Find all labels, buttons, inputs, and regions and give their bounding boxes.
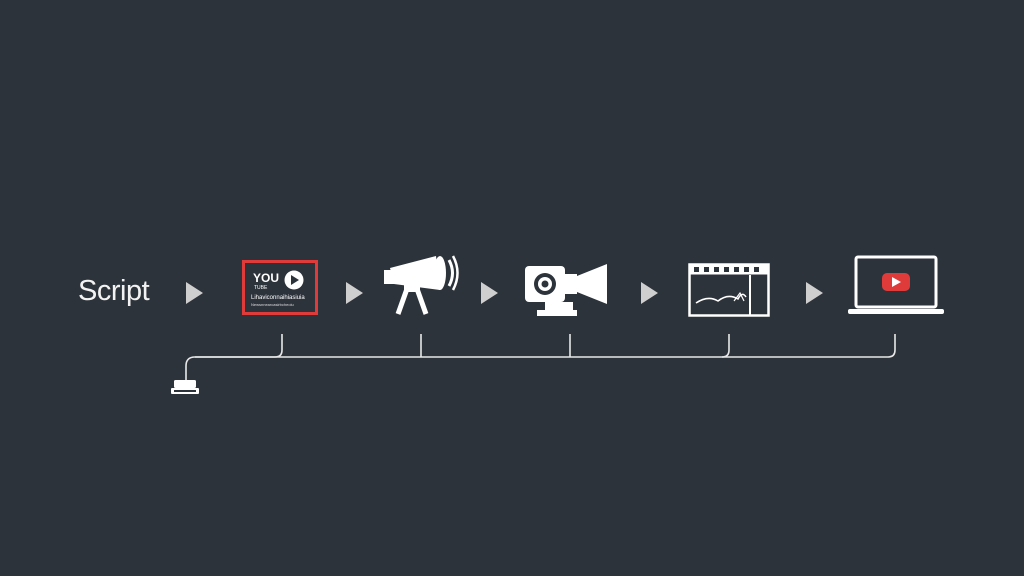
arrow-1 (186, 282, 203, 304)
connector-plug-icon (171, 380, 199, 394)
video-camera-icon (525, 264, 607, 316)
arrow-5 (806, 282, 823, 304)
arrow-4 (641, 282, 658, 304)
thumbnail-caption-2: Newsnnearcasirbcheoiu (251, 302, 294, 307)
arrow-2 (346, 282, 363, 304)
film-strip-icon (688, 263, 770, 317)
thumbnail-sub-text: TUBE (254, 285, 268, 291)
script-label: Script (78, 275, 150, 307)
laptop-youtube-icon (848, 255, 944, 314)
arrow-3 (481, 282, 498, 304)
thumbnail-caption-1: Lihaviconnaihiasiuia (251, 295, 305, 301)
telescope-megaphone-icon (384, 255, 459, 315)
video-thumbnail-icon: YOU TUBE Lihaviconnaihiasiuia Newsnnearc… (242, 260, 318, 315)
thumbnail-brand-text: YOU (253, 271, 279, 285)
